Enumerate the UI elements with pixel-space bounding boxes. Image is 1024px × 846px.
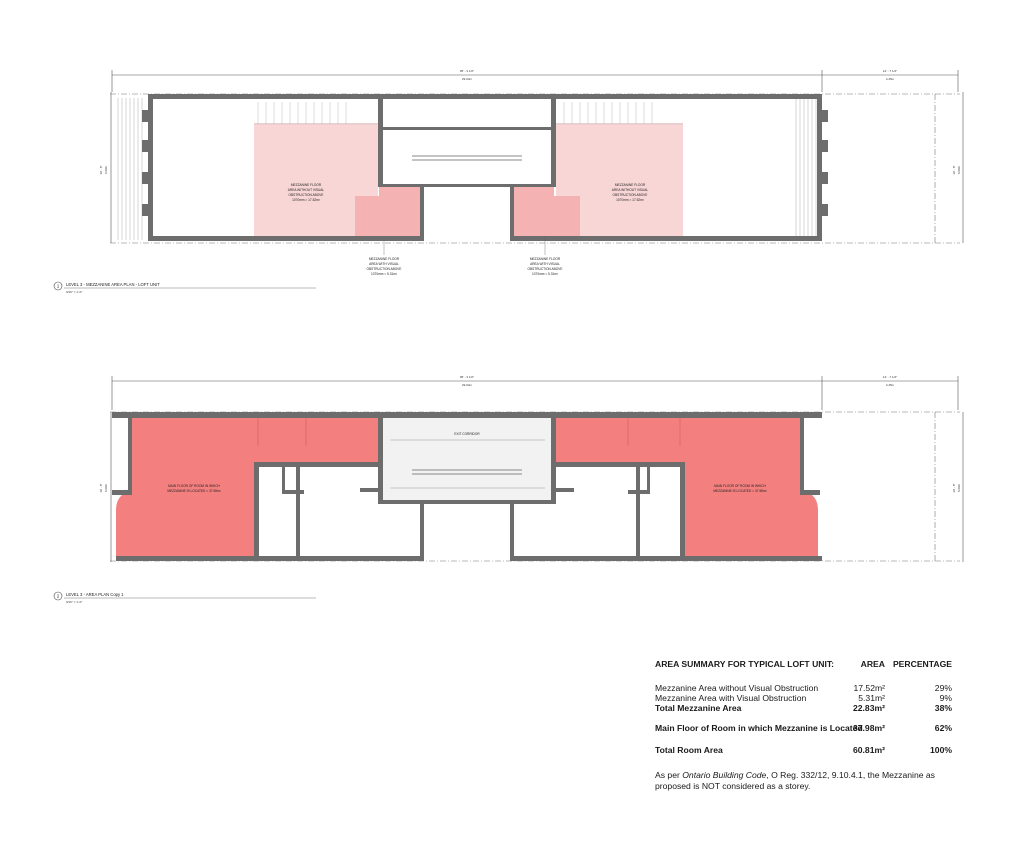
svg-text:1070mm = 5.31m²: 1070mm = 5.31m²: [371, 272, 397, 276]
svg-text:MEZZANINE FLOOR: MEZZANINE FLOOR: [291, 183, 322, 187]
plan-2-top-dimension: [111, 376, 959, 410]
plan-1-corridor-stairs: [412, 155, 522, 161]
plan-2-bay-right: [800, 492, 818, 556]
floor-plan-drawings: 95' - 3 1/2" 29.04m 14' - 7 1/4" 4.45m 1…: [53, 69, 964, 604]
plan-1-label-mezz-right: MEZZANINE FLOOR AREA WITHOUT VISUAL OBST…: [612, 183, 649, 202]
plan-1-top-dimension: [111, 70, 959, 92]
plan-1-dim-height-ft-right: 19' - 8": [952, 165, 956, 174]
plan-1-stairs: [254, 102, 683, 125]
summary-col-percentage: PERCENTAGE: [892, 659, 952, 669]
svg-text:1070mm = 17.52m²: 1070mm = 17.52m²: [292, 198, 320, 202]
svg-text:AREA WITH VISUAL: AREA WITH VISUAL: [369, 262, 399, 266]
plan-2-dim-main-m: 29.04m: [462, 383, 473, 387]
summary-col-area: AREA: [860, 659, 885, 669]
svg-text:OBSTRUCTION ABOVE: OBSTRUCTION ABOVE: [613, 193, 648, 197]
plan-2-area: 95' - 3 1/2" 29.04m 14' - 7 1/4" 4.45m 1…: [53, 375, 964, 604]
svg-text:AREA WITHOUT VISUAL: AREA WITHOUT VISUAL: [288, 188, 325, 192]
plan-2-number: 2: [57, 594, 60, 599]
svg-text:OBSTRUCTION ABOVE: OBSTRUCTION ABOVE: [528, 267, 563, 271]
plan-1-dim-height-m-right: 6.00m: [957, 165, 961, 174]
summary-row-total-mezzanine: Total Mezzanine Area 22.83m² 38%: [655, 703, 952, 713]
plan-2-corridor: [383, 418, 551, 500]
plan-1-dim-main-ft: 95' - 3 1/2": [460, 69, 474, 73]
plan-2-overlay-lines: [257, 418, 681, 446]
plan-2-label-main-left: MAIN FLOOR OF ROOM IN WHICH MEZZANINE IS…: [167, 484, 220, 493]
svg-text:1070mm = 5.31m²: 1070mm = 5.31m²: [532, 272, 558, 276]
svg-text:AREA WITH VISUAL: AREA WITH VISUAL: [530, 262, 560, 266]
plan-1-label-obstruct-left: MEZZANINE FLOOR AREA WITH VISUAL OBSTRUC…: [367, 257, 402, 276]
plan-1-mezz-obstruct-left-b: [379, 184, 423, 236]
plan-1-dim-side-m: 4.45m: [886, 77, 895, 81]
plan-2-dim-height-m-left: 6.00m: [104, 483, 108, 492]
area-summary-table: AREA SUMMARY FOR TYPICAL LOFT UNIT: AREA…: [655, 660, 955, 791]
svg-text:MEZZANINE FLOOR: MEZZANINE FLOOR: [369, 257, 400, 261]
svg-text:MAIN FLOOR OF ROOM IN WHICH: MAIN FLOOR OF ROOM IN WHICH: [168, 484, 220, 488]
plan-2-scale: 3/16" = 1'-0": [66, 600, 82, 604]
svg-text:1070mm = 17.52m²: 1070mm = 17.52m²: [616, 198, 644, 202]
summary-code-name: Ontario Building Code: [682, 770, 767, 780]
plan-2-walls: [112, 412, 822, 561]
plan-2-label-main-right: MAIN FLOOR OF ROOM IN WHICH MEZZANINE IS…: [713, 484, 766, 493]
plan-2-dim-height-m-right: 6.00m: [957, 483, 961, 492]
plan-2-dim-height-ft-left: 19' - 8": [99, 483, 103, 492]
plan-1-dim-main-m: 29.04m: [462, 77, 473, 81]
svg-text:AREA WITHOUT VISUAL: AREA WITHOUT VISUAL: [612, 188, 649, 192]
plan-2-title: LEVEL 3 - AREA PLAN Copy 1: [66, 592, 124, 597]
plan-1-number: 1: [57, 284, 60, 289]
summary-row-mezz-with-obstruction: Mezzanine Area with Visual Obstruction 5…: [655, 693, 952, 703]
svg-text:OBSTRUCTION ABOVE: OBSTRUCTION ABOVE: [289, 193, 324, 197]
plan-2-main-floor-right: [556, 418, 800, 556]
plan-2-dim-height-ft-right: 19' - 8": [952, 483, 956, 492]
plan-1-label-obstruct-right: MEZZANINE FLOOR AREA WITH VISUAL OBSTRUC…: [528, 257, 563, 276]
svg-text:MAIN FLOOR OF ROOM IN WHICH: MAIN FLOOR OF ROOM IN WHICH: [714, 484, 766, 488]
plan-2-dim-main-ft: 95' - 3 1/2": [460, 375, 474, 379]
summary-header: AREA SUMMARY FOR TYPICAL LOFT UNIT: AREA…: [655, 660, 955, 672]
plan-2-side-dimensions: [110, 412, 964, 562]
plan-1-dim-side-ft: 14' - 7 1/4": [883, 69, 897, 73]
plan-1-scale: 3/16" = 1'-0": [66, 290, 82, 294]
summary-row-total-room: Total Room Area 60.81m² 100%: [655, 745, 952, 755]
plan-1-side-dimensions: [110, 92, 964, 243]
svg-text:MEZZANINE IS LOCATED = 37.98m²: MEZZANINE IS LOCATED = 37.98m²: [167, 489, 220, 493]
plan-1-number-circle: [53, 281, 63, 291]
svg-text:OBSTRUCTION ABOVE: OBSTRUCTION ABOVE: [367, 267, 402, 271]
plan-2-number-circle: [53, 591, 63, 601]
plan-1-dim-height-m-left: 6.00m: [104, 165, 108, 174]
svg-text:MEZZANINE FLOOR: MEZZANINE FLOOR: [615, 183, 646, 187]
plan-1-dim-height-ft-left: 19' - 8": [99, 165, 103, 174]
svg-text:MEZZANINE IS LOCATED = 37.98m²: MEZZANINE IS LOCATED = 37.98m²: [713, 489, 766, 493]
plan-1-mezz-obstruct-right-b: [535, 196, 580, 236]
plan-2-dim-side-m: 4.45m: [886, 383, 895, 387]
plan-2-bay-left: [116, 492, 132, 556]
plan-1-label-mezz-left: MEZZANINE FLOOR AREA WITHOUT VISUAL OBST…: [288, 183, 325, 202]
plan-2-dim-side-ft: 14' - 7 1/4": [883, 375, 897, 379]
plan-2-corridor-label: EXIT CORRIDOR: [454, 432, 480, 436]
summary-code-note: As per Ontario Building Code, O Reg. 332…: [655, 770, 935, 791]
summary-row-mezz-no-obstruction: Mezzanine Area without Visual Obstructio…: [655, 683, 952, 693]
summary-heading: AREA SUMMARY FOR TYPICAL LOFT UNIT:: [655, 659, 835, 669]
plan-1-balcony-hatch: [117, 98, 817, 240]
plan-1-mezzanine: 95' - 3 1/2" 29.04m 14' - 7 1/4" 4.45m 1…: [53, 69, 964, 294]
svg-text:MEZZANINE FLOOR: MEZZANINE FLOOR: [530, 257, 561, 261]
plan-1-title: LEVEL 3 - MEZZANINE AREA PLAN - LOFT UNI…: [66, 282, 160, 287]
plan-1-walls: [142, 94, 828, 241]
summary-row-main-floor: Main Floor of Room in which Mezzanine is…: [655, 723, 952, 733]
